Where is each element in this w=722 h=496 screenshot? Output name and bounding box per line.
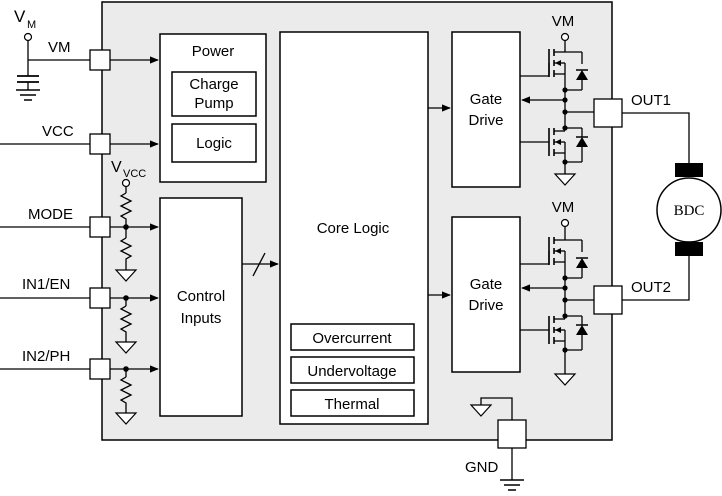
pin-label-in2-ph: IN2/PH	[22, 348, 70, 365]
charge-pump-label-line2: Pump	[194, 95, 233, 112]
pin-label-in1-en: IN1/EN	[22, 276, 70, 293]
pin-in2-ph	[89, 358, 111, 380]
pin-label-vcc: VCC	[42, 123, 74, 140]
vvcc-subscript: VCC	[123, 168, 146, 180]
control-inputs-block	[159, 197, 243, 417]
bdc-motor: BDC	[656, 163, 722, 256]
gate-drive-bottom-block	[451, 216, 521, 373]
pin-label-out2: OUT2	[631, 279, 671, 296]
core-logic-label: Core Logic	[317, 220, 390, 237]
in2-pulldown	[115, 366, 137, 425]
overcurrent-block	[290, 323, 415, 351]
pin-out1	[593, 98, 623, 128]
logic-supply-block	[171, 123, 257, 163]
pin-in1-en	[89, 287, 111, 309]
vm-top-label: VM	[552, 13, 575, 30]
power-block-title: Power	[192, 43, 235, 60]
charge-pump-block	[171, 71, 257, 117]
h-bridge-top: VM	[520, 13, 594, 186]
thermal-block	[290, 389, 415, 417]
overcurrent-label: Overcurrent	[312, 330, 392, 347]
gnd-pin-group: GND	[465, 397, 527, 491]
undervoltage-block	[290, 356, 415, 384]
pin-label-vm: VM	[48, 39, 71, 56]
vvcc-label: V	[111, 159, 122, 176]
pin-label-out1: OUT1	[631, 92, 671, 109]
vm-supply-label: V	[14, 7, 26, 26]
undervoltage-label: Undervoltage	[307, 363, 396, 380]
thermal-label: Thermal	[324, 396, 379, 413]
pin-gnd	[497, 419, 527, 449]
gate-drive-top-label-line1: Gate	[470, 91, 503, 108]
pin-mode	[89, 216, 111, 238]
pin-out2	[593, 285, 623, 315]
vm-supply-subscript: M	[27, 19, 36, 31]
vm-bottom-label: VM	[552, 199, 575, 216]
motor-label: BDC	[674, 203, 705, 219]
in1-pulldown	[115, 295, 137, 354]
charge-pump-label-line1: Charge	[189, 76, 238, 93]
control-inputs-label-line2: Inputs	[181, 310, 222, 327]
pin-label-mode: MODE	[28, 206, 73, 223]
gate-drive-top-block	[451, 31, 521, 188]
h-bridge-bottom: VM	[520, 199, 594, 386]
gate-drive-bottom-label-line1: Gate	[470, 276, 503, 293]
gate-drive-bottom-label-line2: Drive	[468, 297, 503, 314]
pin-label-gnd: GND	[465, 459, 499, 476]
vm-supply: V M	[14, 7, 90, 101]
logic-supply-label: Logic	[196, 135, 232, 152]
pin-vm	[89, 49, 111, 71]
vvcc-pullup: V VCC	[111, 159, 146, 282]
pin-vcc	[89, 133, 111, 155]
gate-drive-top-label-line2: Drive	[468, 112, 503, 129]
control-inputs-label-line1: Control	[177, 288, 225, 305]
